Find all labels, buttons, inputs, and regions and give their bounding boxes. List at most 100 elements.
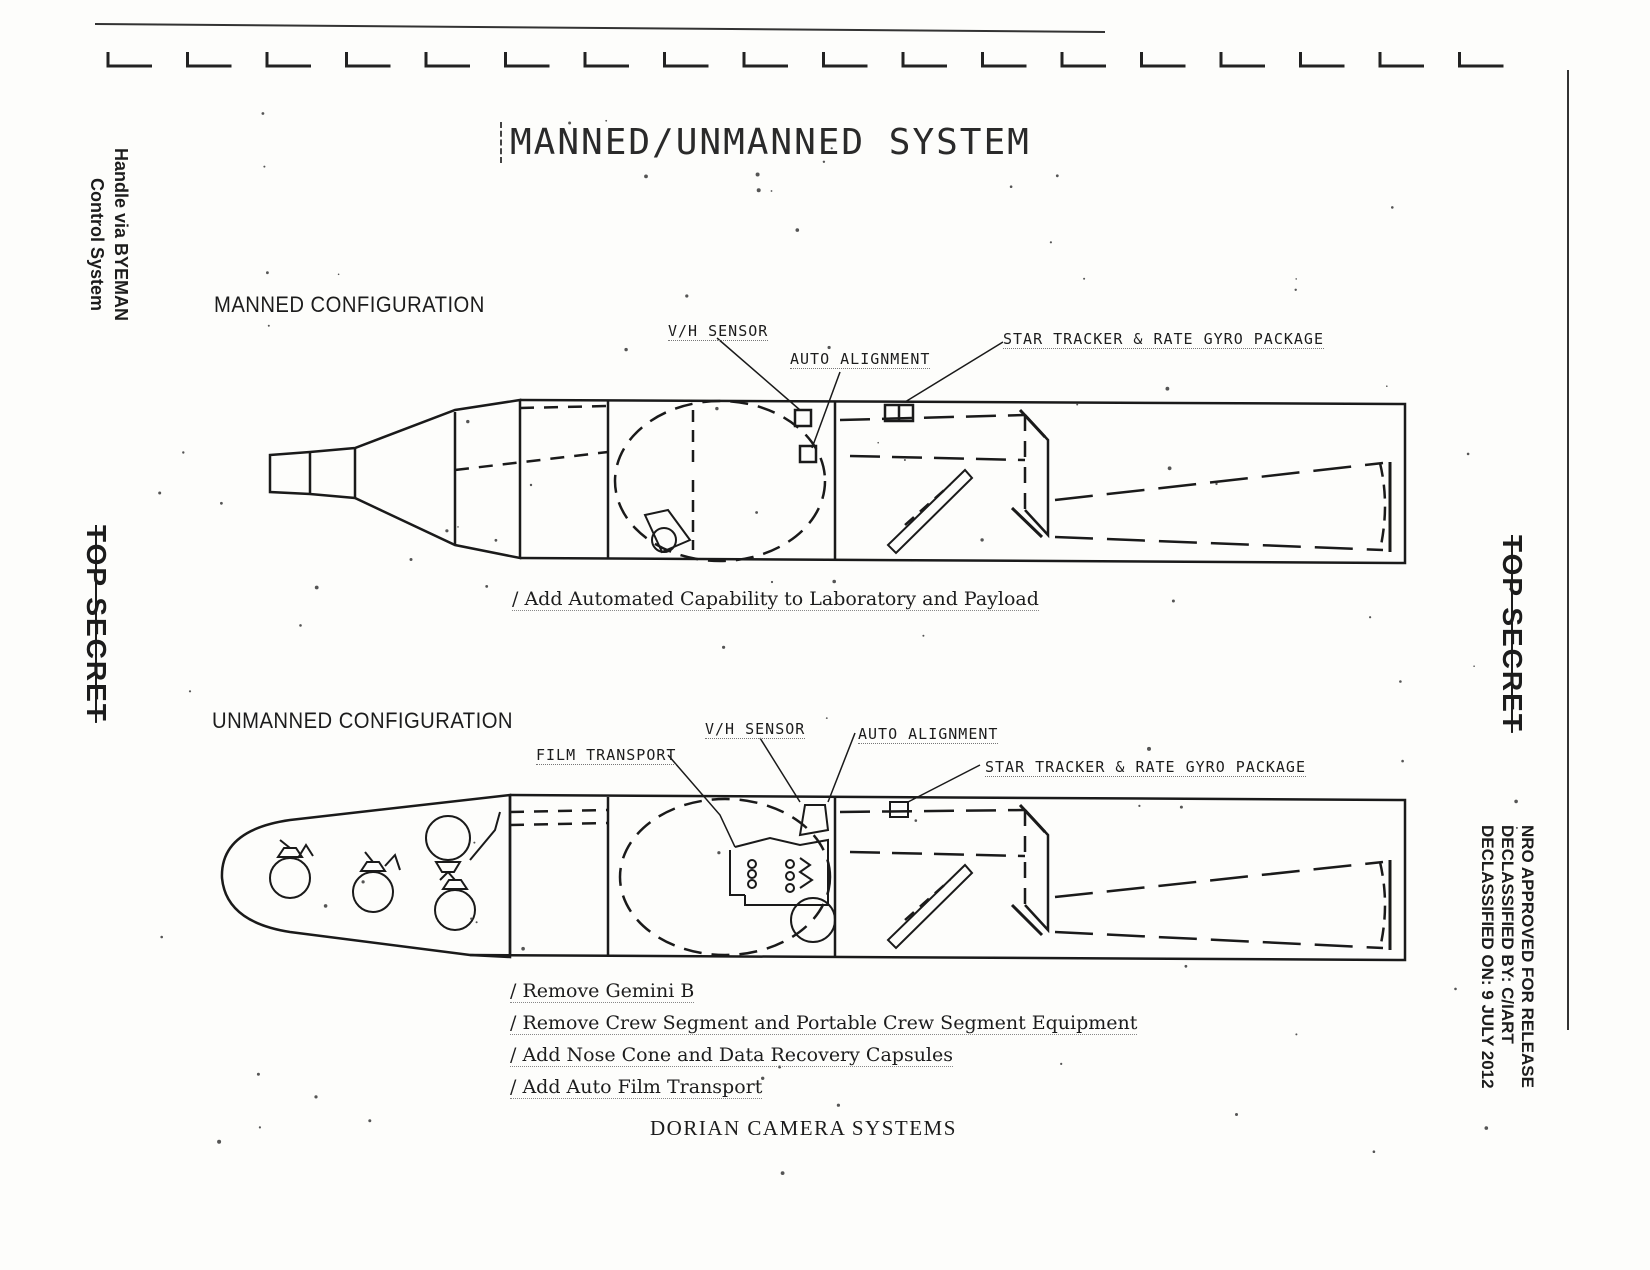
unmanned-vh-sensor-label: V/H SENSOR: [705, 720, 806, 739]
manned-auto-alignment-label: AUTO ALIGNMENT: [790, 350, 931, 369]
bracket-mark: [981, 52, 1027, 68]
speck: [755, 511, 758, 514]
unmanned-film-transport-label: FILM TRANSPORT: [536, 746, 677, 765]
speck: [1060, 1062, 1063, 1065]
bracket-mark: [583, 52, 629, 68]
speck: [568, 121, 572, 125]
bracket-mark: [1219, 52, 1265, 68]
speck: [1055, 174, 1059, 178]
speck: [182, 451, 185, 454]
top-bracket-marks: [106, 52, 1504, 68]
unmanned-auto-alignment-label: AUTO ALIGNMENT: [858, 725, 999, 744]
bracket-mark: [1060, 52, 1106, 68]
speck: [263, 165, 266, 168]
speck: [1179, 805, 1183, 809]
bracket-mark: [1458, 52, 1504, 68]
handling-line-2: Control System: [87, 178, 107, 312]
bracket-mark: [265, 52, 311, 68]
manned-vh-sensor-label: V/H SENSOR: [668, 322, 769, 341]
speck: [1401, 759, 1404, 763]
speck: [337, 273, 340, 276]
speck: [1083, 277, 1086, 280]
speck: [361, 880, 365, 884]
speck: [980, 538, 984, 542]
speck: [314, 1095, 318, 1099]
bracket-mark: [424, 52, 470, 68]
speck: [624, 347, 628, 352]
speck: [717, 851, 721, 855]
release-line-3: DECLASSIFIED ON: 9 JULY 2012: [1478, 825, 1497, 1089]
speck: [1049, 241, 1052, 244]
speck: [1235, 1113, 1238, 1116]
bracket-mark: [1299, 52, 1345, 68]
speck: [494, 538, 498, 542]
speck: [1399, 680, 1402, 683]
speck: [1147, 746, 1151, 751]
speck: [1295, 1033, 1298, 1036]
speck: [780, 1171, 785, 1175]
speck: [409, 558, 413, 561]
top-border-line: [94, 23, 1106, 33]
speck: [485, 585, 489, 588]
speck: [368, 1119, 372, 1123]
speck: [1165, 386, 1170, 391]
speck: [220, 501, 223, 505]
speck: [1138, 804, 1141, 808]
bracket-mark: [1140, 52, 1186, 68]
speck: [256, 1072, 260, 1076]
speck: [475, 921, 478, 924]
speck: [1466, 452, 1470, 456]
release-stamp: NRO APPROVED FOR RELEASE DECLASSIFIED BY…: [1477, 825, 1537, 1089]
speck: [1184, 964, 1188, 968]
speck: [470, 917, 473, 920]
speck: [1167, 466, 1172, 471]
bracket-mark: [1378, 52, 1424, 68]
speck: [1386, 385, 1388, 388]
speck: [1473, 665, 1475, 667]
unmanned-vehicle: [220, 732, 1407, 962]
speck: [914, 819, 918, 822]
speck: [827, 345, 831, 350]
speck: [521, 946, 525, 951]
speck: [1294, 288, 1297, 291]
speck: [795, 228, 800, 232]
speck: [722, 645, 726, 649]
speck: [160, 935, 163, 939]
speck: [755, 172, 760, 177]
speck: [903, 459, 906, 461]
unmanned-note-4: / Add Auto Film Transport: [510, 1076, 763, 1099]
speck: [1076, 403, 1079, 406]
speck: [724, 1089, 728, 1093]
scan-specks: [158, 112, 1518, 1175]
speck: [1509, 588, 1512, 591]
speck: [1372, 1150, 1376, 1153]
bracket-mark: [106, 52, 152, 68]
speck: [217, 1139, 222, 1144]
speck: [1515, 826, 1518, 829]
speck: [466, 419, 470, 424]
speck: [457, 526, 459, 528]
speck: [258, 1126, 261, 1129]
release-line-2: DECLASSIFIED BY: C/IART: [1498, 825, 1517, 1044]
speck: [323, 904, 328, 908]
speck: [473, 841, 476, 844]
speck: [1171, 599, 1175, 603]
speck: [830, 147, 833, 150]
speck: [836, 1103, 841, 1107]
speck: [188, 690, 192, 693]
bracket-mark: [742, 52, 788, 68]
speck: [715, 406, 719, 411]
speck: [761, 1076, 765, 1081]
bracket-mark: [345, 52, 391, 68]
unmanned-note-1: / Remove Gemini B: [510, 980, 695, 1003]
speck: [770, 190, 773, 192]
speck: [825, 717, 828, 719]
bracket-mark: [186, 52, 232, 68]
speck: [445, 529, 449, 533]
bracket-mark: [901, 52, 947, 68]
speck: [1215, 482, 1218, 486]
speck: [877, 441, 879, 444]
footer-caption: DORIAN CAMERA SYSTEMS: [650, 1116, 957, 1140]
speck: [299, 624, 302, 627]
